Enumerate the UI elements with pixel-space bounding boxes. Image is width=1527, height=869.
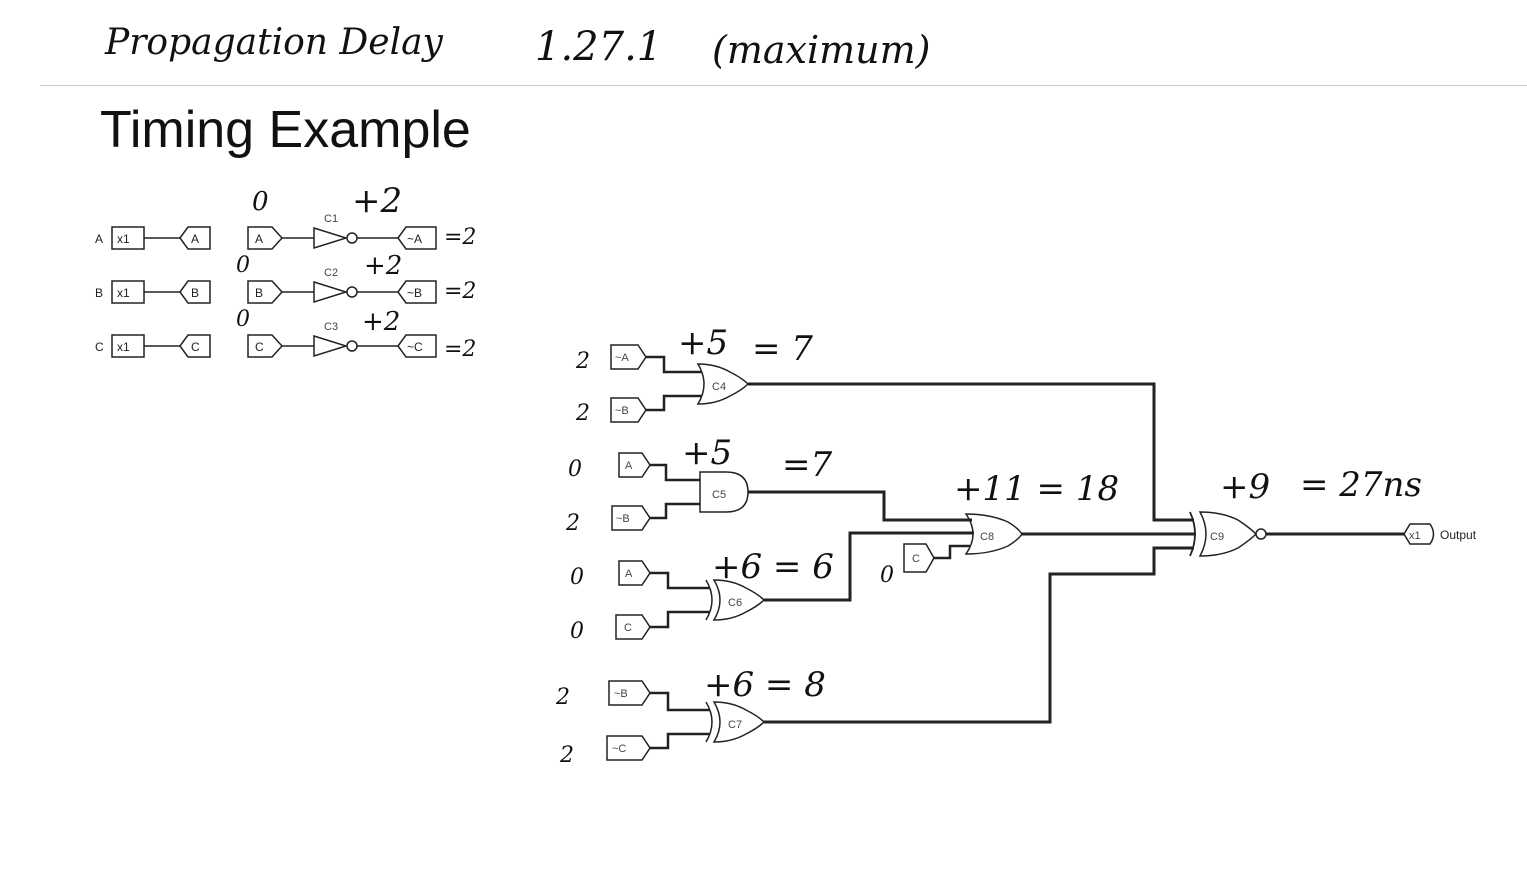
note-topic: Propagation Delay xyxy=(105,22,443,63)
gate-c6-name: C6 xyxy=(728,597,742,609)
inverter-out-c3: ~C xyxy=(407,340,423,354)
gate-c4: ~A ~B C4 xyxy=(610,344,750,423)
c6-in-delay-1: 0 xyxy=(570,565,584,590)
gate-c7-input-1: ~B xyxy=(614,688,628,700)
gate-c4-input-1: ~A xyxy=(615,352,629,364)
gate-c5-input-2: ~B xyxy=(616,513,630,525)
c7-in-delay-2: 2 xyxy=(559,743,574,768)
gate-c9-name: C9 xyxy=(1210,531,1224,543)
wires xyxy=(748,382,1404,724)
c5-add: +5 xyxy=(682,433,732,473)
gate-c6-input-2: C xyxy=(624,622,632,634)
c5-in-delay-1: 0 xyxy=(568,457,582,482)
inverter-name-c3: C3 xyxy=(324,321,338,333)
c9-total: = 27ns xyxy=(1300,465,1422,505)
slide-title: Timing Example xyxy=(100,101,471,159)
output-pin: x1 Output xyxy=(1403,523,1477,545)
c5-in-delay-2: 2 xyxy=(565,511,580,536)
output-label: Output xyxy=(1440,528,1477,542)
input-tag-a: A xyxy=(191,232,199,246)
c6-note: +6 = 6 xyxy=(712,547,834,587)
input-tag-c: C xyxy=(191,340,200,354)
gate-c8-name: C8 xyxy=(980,531,994,543)
inverter-in-c1: A xyxy=(255,232,263,246)
inverter-name-c2: C2 xyxy=(324,267,338,279)
c7-in-delay-1: 2 xyxy=(555,685,570,710)
c3-in-delay: 0 xyxy=(236,307,250,332)
input-label-c: C xyxy=(95,340,104,354)
c2-in-delay: 0 xyxy=(236,253,250,278)
gate-c4-input-2: ~B xyxy=(615,405,629,417)
input-pin-a: x1 xyxy=(117,232,130,246)
gate-c7: ~B ~C C7 xyxy=(606,680,766,761)
note-qualifier: (maximum) xyxy=(712,28,931,72)
c7-note: +6 = 8 xyxy=(704,665,826,705)
inverter-c3: C C3 ~C xyxy=(247,321,437,358)
header-divider xyxy=(40,85,1527,86)
c1-in-delay: 0 xyxy=(252,187,269,217)
output-pin-id: x1 xyxy=(1409,530,1421,542)
gate-c5-input-1: A xyxy=(625,460,633,472)
input-pin-b: x1 xyxy=(117,286,130,300)
c4-add: +5 xyxy=(678,323,728,363)
inverter-c2: B C2 ~B xyxy=(247,267,437,304)
gate-c6-input-1: A xyxy=(625,568,633,580)
c6-in-delay-2: 0 xyxy=(570,619,584,644)
c8-in-delay: 0 xyxy=(880,563,894,588)
c8-note: +11 = 18 xyxy=(954,469,1119,509)
inverter-out-c1: ~A xyxy=(407,232,422,246)
input-pin-c: x1 xyxy=(117,340,130,354)
input-block-c: C x1 C xyxy=(95,334,211,358)
inverter-in-c2: B xyxy=(255,286,263,300)
input-block-b: B x1 B xyxy=(95,280,211,304)
inverter-in-c3: C xyxy=(255,340,264,354)
gate-c6: A C C6 xyxy=(615,560,766,640)
note-ref: 1.27.1 xyxy=(535,24,663,70)
input-block-a: A x1 A xyxy=(95,226,211,250)
gate-c7-input-2: ~C xyxy=(612,743,626,755)
c2-total: =2 xyxy=(444,279,476,304)
gate-c8-input-c: C xyxy=(912,553,920,565)
inverter-name-c1: C1 xyxy=(324,213,338,225)
c9-add: +9 xyxy=(1220,467,1270,507)
gate-c8: C C8 xyxy=(903,513,1023,573)
gate-c5: A ~B C5 xyxy=(611,452,749,531)
c1-total: =2 xyxy=(444,225,476,250)
inverter-c1: A C1 ~A xyxy=(247,213,437,250)
c2-add: +2 xyxy=(364,251,402,281)
input-tag-b: B xyxy=(191,286,199,300)
input-label-b: B xyxy=(95,286,103,300)
inverter-out-c2: ~B xyxy=(407,286,422,300)
input-label-a: A xyxy=(95,232,103,246)
gate-c4-name: C4 xyxy=(712,381,726,393)
gate-c9: C9 xyxy=(1189,511,1267,557)
c1-add: +2 xyxy=(352,181,402,221)
gate-c5-name: C5 xyxy=(712,489,726,501)
c3-total: =2 xyxy=(444,337,476,362)
c4-in-delay-1: 2 xyxy=(575,349,590,374)
c4-in-delay-2: 2 xyxy=(575,401,590,426)
c3-add: +2 xyxy=(362,307,400,337)
gate-c7-name: C7 xyxy=(728,719,742,731)
c4-total: = 7 xyxy=(752,329,813,369)
c5-total: =7 xyxy=(782,445,832,485)
